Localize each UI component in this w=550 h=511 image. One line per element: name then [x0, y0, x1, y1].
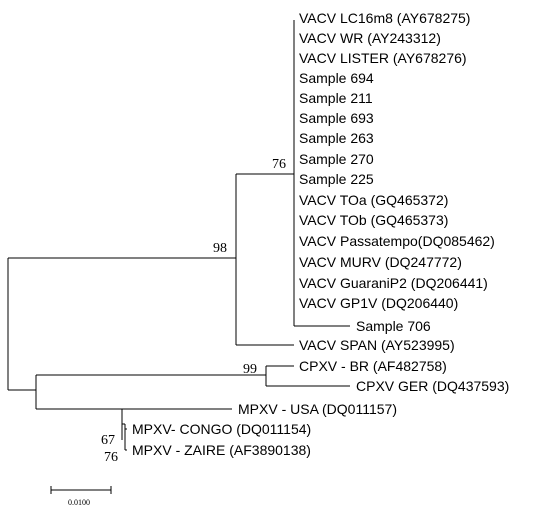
tree-branches [7, 20, 350, 451]
leaf-labels: VACV LC16m8 (AY678275) VACV WR (AY243312… [132, 10, 509, 458]
bootstrap-mpxv-inner: 67 [101, 433, 115, 448]
leaf-label: VACV MURV (DQ247772) [299, 254, 462, 270]
bootstrap-vacv-clade: 76 [272, 157, 286, 172]
bootstrap-cpxv-clade: 99 [243, 362, 257, 377]
leaf-label: MPXV - USA (DQ011157) [238, 401, 397, 417]
leaf-label: VACV LC16m8 (AY678275) [299, 10, 470, 26]
leaf-label: VACV TOa (GQ465372) [299, 192, 448, 208]
bootstrap-mpxv-clade: 76 [104, 450, 118, 465]
leaf-label: Sample 693 [299, 110, 374, 126]
leaf-label: VACV SPAN (AY523995) [299, 337, 455, 353]
scale-bar: 0.0100 [50, 486, 112, 507]
leaf-label: Sample 694 [299, 70, 374, 86]
leaf-label: Sample 211 [299, 90, 373, 106]
leaf-label: VACV GP1V (DQ206440) [299, 295, 458, 311]
leaf-label: MPXV - ZAIRE (AF3890138) [132, 442, 311, 458]
leaf-label: Sample 270 [299, 151, 374, 167]
leaf-label: VACV Passatempo(DQ085462) [299, 233, 495, 249]
leaf-label: VACV WR (AY243312) [299, 30, 441, 46]
leaf-label: VACV GuaraniP2 (DQ206441) [299, 275, 488, 291]
scale-bar-label: 0.0100 [68, 498, 90, 507]
leaf-label: MPXV- CONGO (DQ011154) [132, 421, 311, 437]
leaf-label: Sample 263 [299, 130, 374, 146]
leaf-label: VACV TOb (GQ465373) [299, 212, 448, 228]
bootstrap-vacv-group: 98 [213, 241, 227, 256]
leaf-label: VACV LISTER (AY678276) [299, 50, 467, 66]
leaf-label: Sample 225 [299, 171, 374, 187]
leaf-label: CPXV - BR (AF482758) [299, 358, 447, 374]
leaf-label: CPXV GER (DQ437593) [356, 378, 509, 394]
leaf-label: Sample 706 [356, 318, 431, 334]
bootstrap-values: 76 98 99 67 76 [101, 157, 286, 465]
